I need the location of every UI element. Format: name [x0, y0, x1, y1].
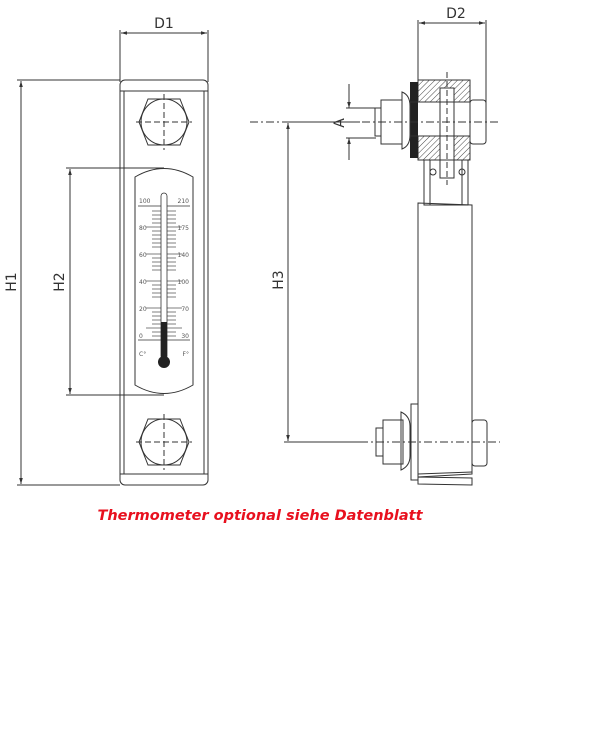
- h2-label: H2: [52, 272, 68, 291]
- svg-text:0: 0: [139, 333, 143, 340]
- svg-text:210: 210: [178, 198, 190, 205]
- svg-text:70: 70: [181, 306, 189, 313]
- svg-text:80: 80: [139, 225, 147, 232]
- svg-text:140: 140: [178, 252, 190, 259]
- side-view: D2 A: [250, 6, 500, 486]
- svg-text:175: 175: [178, 225, 190, 232]
- d1-label: D1: [154, 16, 174, 32]
- celsius-scale: 100 80 60 40 20 0 C°: [139, 198, 151, 358]
- svg-text:100: 100: [139, 198, 151, 205]
- svg-text:20: 20: [139, 306, 147, 313]
- thermometer-note: Thermometer optional siehe Datenblatt: [97, 508, 423, 524]
- svg-text:40: 40: [139, 279, 147, 286]
- svg-text:30: 30: [181, 333, 189, 340]
- svg-text:C°: C°: [139, 351, 146, 358]
- fahrenheit-scale: 210 175 140 100 70 30 F°: [178, 198, 190, 358]
- h3-label: H3: [271, 270, 287, 289]
- front-view: D1: [4, 16, 209, 486]
- thermometer: [138, 192, 190, 368]
- h1-label: H1: [4, 272, 20, 291]
- svg-text:60: 60: [139, 252, 147, 259]
- top-bolt-icon: [136, 94, 192, 150]
- bottom-bolt-icon: [136, 414, 192, 470]
- a-label: A: [332, 118, 348, 128]
- svg-text:100: 100: [178, 279, 190, 286]
- svg-text:F°: F°: [183, 351, 189, 358]
- d2-label: D2: [446, 6, 466, 22]
